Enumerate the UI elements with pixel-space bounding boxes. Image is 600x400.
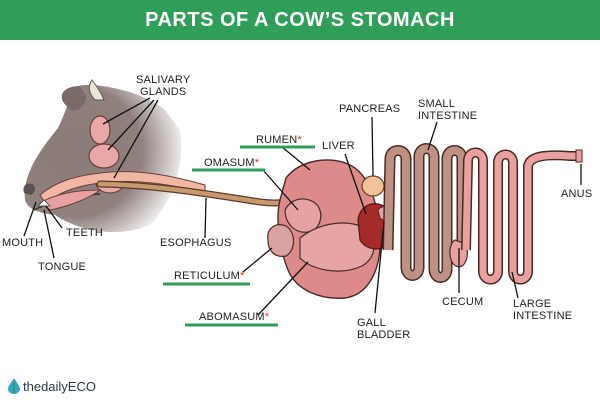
- label-teeth: TEETH: [66, 227, 103, 239]
- omasum-chamber: [284, 198, 322, 233]
- label-abomasum: ABOMASUM*: [199, 311, 270, 323]
- salivary-gland-2: [88, 143, 120, 169]
- salivary-gland-1: [89, 115, 111, 145]
- label-mouth: MOUTH: [2, 237, 43, 249]
- underlines: [163, 145, 315, 327]
- large-intestine-coils: [461, 147, 583, 285]
- label-rumen: RUMEN*: [256, 134, 302, 146]
- abomasum-chamber: [299, 222, 375, 272]
- label-esophagus: ESOPHAGUS: [160, 237, 232, 249]
- label-anus: ANUS: [561, 188, 592, 200]
- tongue-shape: [39, 189, 102, 211]
- label-pancreas: PANCREAS: [339, 103, 400, 115]
- label-cecum: CECUM: [442, 296, 483, 308]
- leaf-drop-icon: [8, 378, 20, 394]
- brand-name: thedailyECO: [23, 378, 96, 394]
- teeth-shape: [37, 199, 51, 207]
- title-banner: PARTS OF A COW’S STOMACH: [0, 0, 600, 40]
- label-tongue: TONGUE: [38, 261, 86, 273]
- label-omasum: OMASUM*: [204, 157, 260, 169]
- anus-end: [575, 149, 583, 163]
- pancreas-organ: [361, 175, 385, 197]
- page-title: PARTS OF A COW’S STOMACH: [145, 8, 455, 31]
- small-intestine-coils: [382, 143, 468, 283]
- stomach: [267, 159, 381, 299]
- label-liver: LIVER: [322, 140, 355, 152]
- pointer-lines: [23, 97, 582, 316]
- reticulum-chamber: [267, 224, 295, 257]
- brand-logo: thedailyECO: [8, 378, 96, 394]
- label-reticulum: RETICULUM*: [174, 270, 245, 282]
